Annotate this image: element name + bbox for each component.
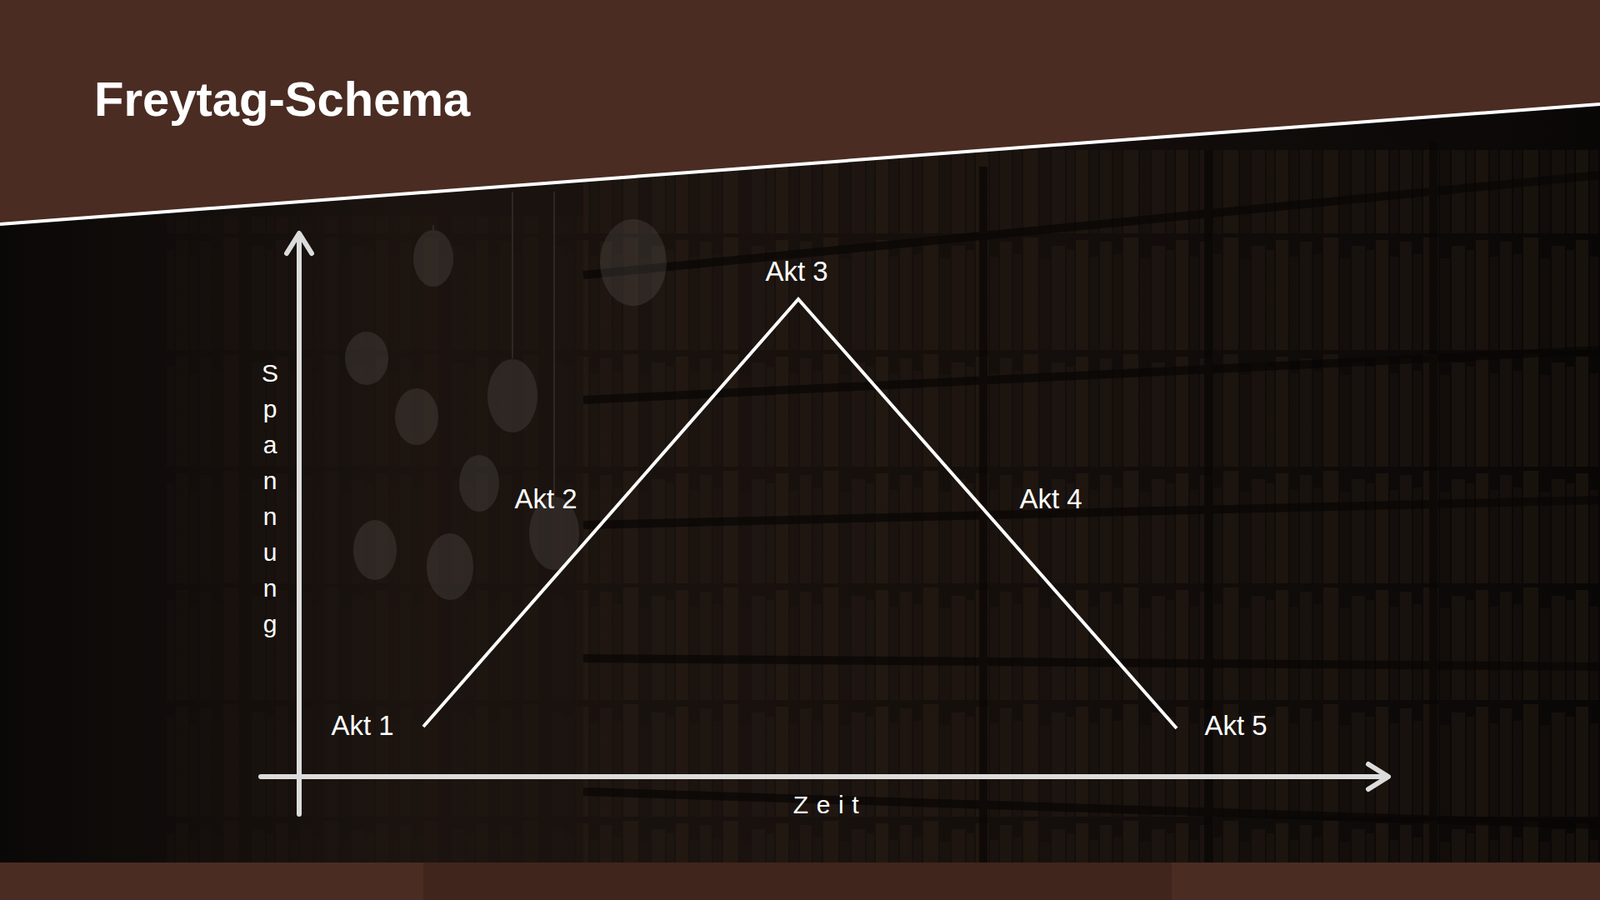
x-axis-arrowhead — [1368, 764, 1389, 790]
act-label: Akt 2 — [514, 482, 577, 516]
slide-title: Freytag-Schema — [94, 72, 470, 126]
axis-label: Zeit — [793, 790, 867, 820]
act-label: Akt 1 — [330, 709, 394, 743]
axes — [260, 233, 1389, 815]
y-axis-arrowhead — [286, 233, 312, 254]
act-label: Akt 5 — [1204, 709, 1267, 743]
axis-label: Spannung — [257, 355, 283, 642]
footer-bar — [0, 862, 1600, 900]
footer-bar-segment — [423, 862, 1172, 900]
header-band — [0, 0, 1600, 225]
act-label: Akt 3 — [765, 255, 828, 289]
tension-curve — [423, 299, 1177, 729]
x-axis — [260, 774, 1384, 780]
act-label: Akt 4 — [1019, 482, 1082, 516]
y-axis — [296, 238, 302, 815]
